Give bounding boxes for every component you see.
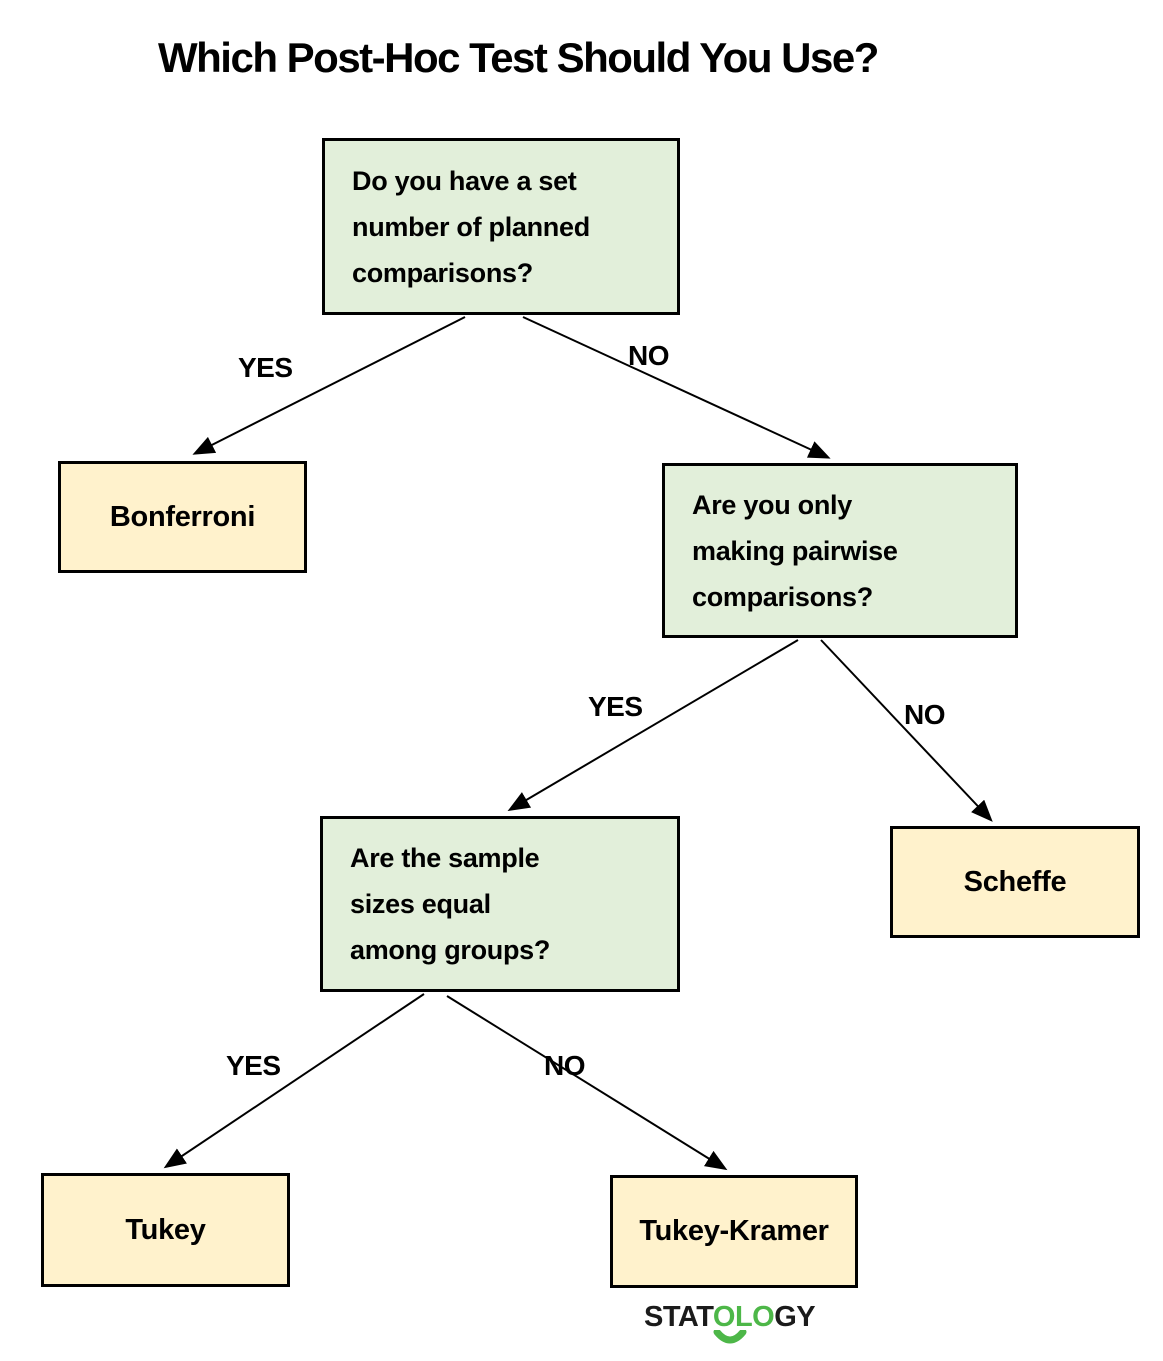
result-label: Tukey-Kramer: [639, 1215, 829, 1247]
edge-label-yes: YES: [226, 1050, 281, 1081]
logo-segment-black: STAT: [644, 1301, 713, 1333]
edge-label-yes: YES: [588, 691, 643, 722]
edge-q1-q2: [522, 316, 831, 459]
question-line: comparisons?: [692, 581, 873, 612]
question-line: making pairwise: [692, 535, 898, 566]
statology-logo-text: STATOLOGY: [644, 1301, 816, 1333]
question-line: Are the sample: [350, 843, 540, 873]
question-line: among groups?: [350, 935, 551, 965]
result-box-tukey-kramer: Tukey-Kramer: [610, 1175, 858, 1288]
result-box-bonferroni: Bonferroni: [58, 461, 307, 573]
smile-icon: [713, 1330, 747, 1344]
question-box-pairwise-comparisons: Are you only making pairwise comparisons…: [662, 463, 1018, 638]
question-text: Do you have a set number of planned comp…: [352, 158, 590, 296]
edge-label-yes: YES: [238, 352, 293, 383]
question-line: comparisons?: [352, 257, 533, 288]
question-line: sizes equal: [350, 889, 491, 919]
result-label: Bonferroni: [109, 500, 256, 533]
result-box-scheffe: Scheffe: [890, 826, 1140, 938]
edge-label-no: NO: [628, 340, 670, 371]
edge-q1-bonferroni: [192, 316, 466, 455]
question-line: Do you have a set: [352, 165, 577, 196]
question-text: Are you only making pairwise comparisons…: [692, 482, 898, 620]
result-label: Tukey: [125, 1213, 206, 1246]
question-line: Are you only: [692, 489, 852, 520]
logo-segment-green: OLO: [712, 1301, 775, 1333]
edge-label-no: NO: [904, 699, 946, 730]
edge-label-no: NO: [544, 1050, 586, 1081]
edge-q3-tukey-kramer: [446, 995, 728, 1171]
edge-q2-q3: [507, 639, 799, 812]
question-line: number of planned: [352, 211, 590, 242]
result-label: Scheffe: [963, 865, 1067, 898]
question-box-sample-sizes: Are the sample sizes equal among groups?: [320, 816, 680, 992]
page-title: Which Post-Hoc Test Should You Use?: [158, 34, 879, 81]
question-box-planned-comparisons: Do you have a set number of planned comp…: [322, 138, 680, 315]
statology-logo: STATOLOGY: [644, 1301, 816, 1346]
logo-segment-black: GY: [774, 1301, 816, 1333]
result-box-tukey: Tukey: [41, 1173, 290, 1287]
question-text: Are the sample sizes equal among groups?: [350, 835, 550, 973]
edge-q3-tukey: [163, 993, 425, 1169]
